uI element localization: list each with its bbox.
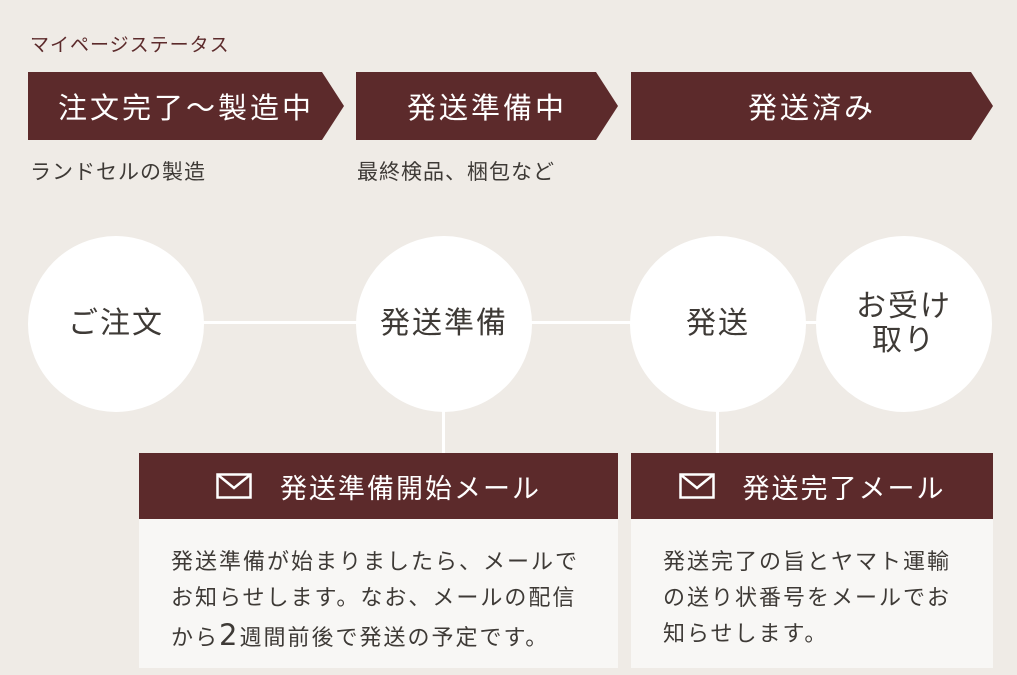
circle-order-label: ご注文 xyxy=(68,305,164,341)
done-mail-text-line: の送り状番号をメールでお xyxy=(663,586,952,611)
prep-mail-card-body: 発送準備が始まりましたら、メールで お知らせします。なお、メールの配信 から2週… xyxy=(139,519,618,668)
prep-mail-text-line: 発送準備が始まりましたら、メールで xyxy=(171,550,580,575)
circle-receive-label-1: お受け xyxy=(856,288,952,324)
step-label: 注文完了～製造中 xyxy=(57,91,314,125)
timeline-connector xyxy=(190,321,910,324)
circle-receive: お受け 取り xyxy=(816,236,992,412)
prep-mail-text-number: 2 xyxy=(219,618,240,652)
prep-mail-text-pre: から xyxy=(171,626,220,651)
mail-icon xyxy=(216,473,252,499)
step-subtitle-order: ランドセルの製造 xyxy=(30,160,206,184)
done-mail-text-line: 発送完了の旨とヤマト運輸 xyxy=(663,550,952,575)
mail-icon xyxy=(678,473,715,499)
circle-prep-label: 発送準備 xyxy=(380,305,508,341)
done-mail-card-header: 発送完了メール xyxy=(631,453,993,519)
step-label: 発送準備中 xyxy=(406,91,567,125)
step-arrow-shipping-prep: 発送準備中 xyxy=(356,72,618,140)
section-title: マイページステータス xyxy=(30,34,230,56)
prep-card-connector xyxy=(442,395,445,455)
step-subtitle-prep: 最終検品、梱包など xyxy=(357,160,555,184)
prep-mail-text-post: 週間前後で発送の予定です。 xyxy=(239,626,550,651)
circle-receive-label-2: 取り xyxy=(872,323,936,358)
step-label: 発送済み xyxy=(747,91,876,125)
circle-shipping-prep: 発送準備 xyxy=(356,236,532,412)
circle-ship: 発送 xyxy=(630,236,806,412)
prep-mail-text-line: から2週間前後で発送の予定です。 xyxy=(171,617,588,657)
prep-mail-text-line: お知らせします。なお、メールの配信 xyxy=(171,586,577,611)
step-arrow-order-complete: 注文完了～製造中 xyxy=(28,72,344,140)
prep-mail-card-header: 発送準備開始メール xyxy=(139,453,618,519)
done-mail-card-body: 発送完了の旨とヤマト運輸 の送り状番号をメールでお 知らせします。 xyxy=(631,519,993,668)
circle-order: ご注文 xyxy=(28,236,204,412)
ship-card-connector xyxy=(716,395,719,455)
done-mail-text-line: 知らせします。 xyxy=(663,622,829,647)
done-mail-title: 発送完了メール xyxy=(742,473,946,505)
circle-ship-label: 発送 xyxy=(686,305,750,341)
step-arrow-shipped: 発送済み xyxy=(631,72,993,140)
prep-mail-title: 発送準備開始メール xyxy=(280,473,541,505)
